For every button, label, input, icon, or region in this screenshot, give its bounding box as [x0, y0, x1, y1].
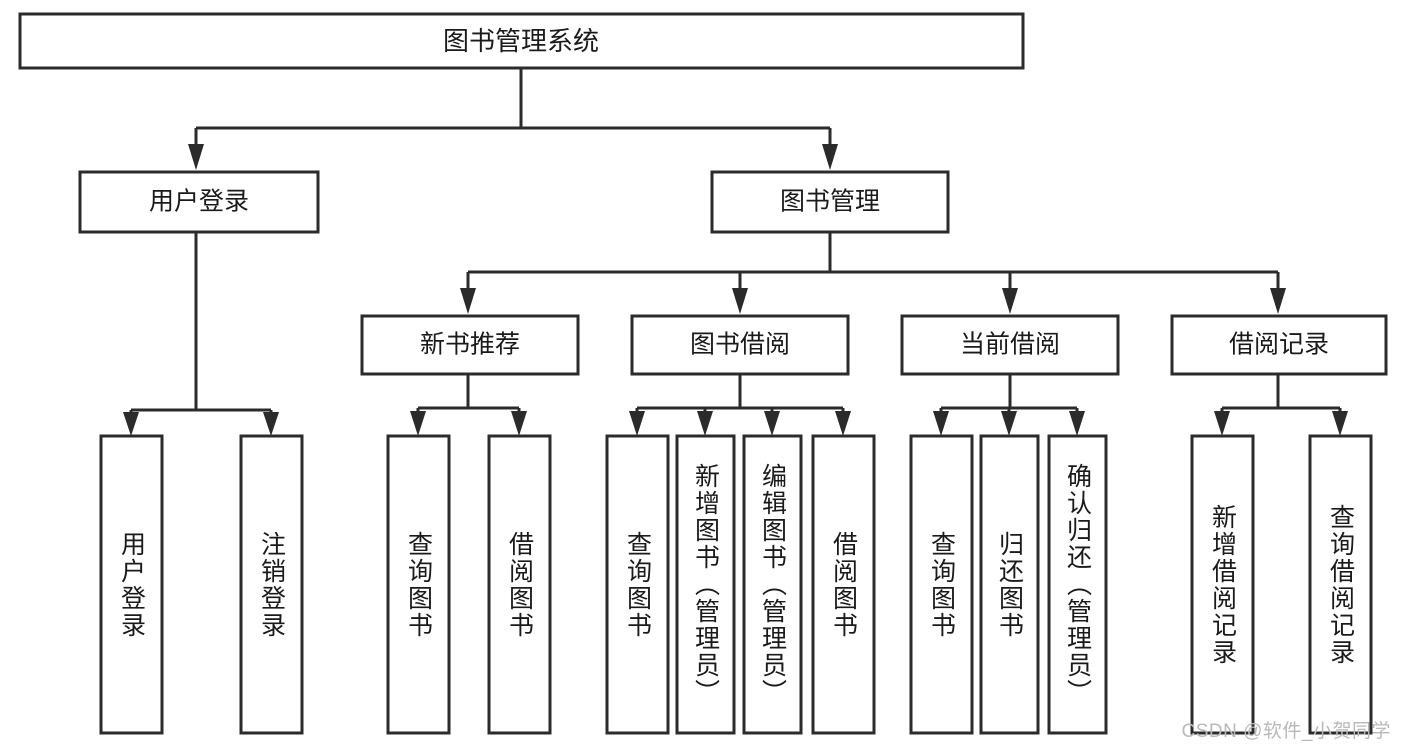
node-borrow-record-label: 借阅记录 [1229, 331, 1329, 359]
arrowhead-leaf-8 [933, 411, 949, 436]
arrowhead-leaf-1 [263, 412, 279, 436]
node-new-book-recommend-box[interactable] [360, 314, 580, 376]
node-current-borrow-box[interactable] [900, 314, 1120, 376]
arrowhead-leaf-11 [1214, 411, 1230, 436]
leaf-box-3[interactable] [487, 434, 552, 735]
arrowhead-user-login [188, 144, 204, 170]
arrowhead-leaf-0 [123, 412, 139, 436]
arrowhead-leaf-6 [764, 411, 780, 436]
leaf-box-7[interactable] [811, 434, 876, 735]
node-user-login[interactable]: 用户登录 [78, 170, 320, 234]
leaf-box-2[interactable] [386, 434, 451, 735]
node-borrow-record[interactable]: 借阅记录 [1170, 314, 1388, 376]
connector-group-book-mgmt [460, 232, 1286, 314]
node-root[interactable]: 图书管理系统 [18, 12, 1025, 70]
node-new-book-recommend-label: 新书推荐 [420, 331, 520, 359]
node-borrow-record-box[interactable] [1170, 314, 1388, 376]
leaf-box-11[interactable] [1190, 434, 1255, 735]
csdn-watermark: CSDN @软件_小贺同学 [1181, 721, 1391, 742]
arrowhead-leaf-7 [835, 411, 851, 436]
arrowhead-leaf-5 [697, 411, 713, 436]
arrowhead-book-borrow [732, 288, 748, 314]
arrowhead-leaf-3 [511, 411, 527, 436]
arrowhead-new-book [460, 288, 476, 314]
connector-group-current-borrow [933, 374, 1085, 436]
node-root-box[interactable] [18, 12, 1025, 70]
leaf-box-8[interactable] [909, 434, 974, 735]
arrowhead-borrow-record [1270, 288, 1286, 314]
node-user-login-box[interactable] [78, 170, 320, 234]
arrowhead-leaf-2 [410, 411, 426, 436]
node-new-book-recommend[interactable]: 新书推荐 [360, 314, 580, 376]
arrowhead-leaf-9 [1001, 411, 1017, 436]
node-book-borrow-label: 图书借阅 [690, 331, 790, 359]
node-book-borrow[interactable]: 图书借阅 [630, 314, 850, 376]
node-book-management[interactable]: 图书管理 [710, 170, 950, 234]
node-book-management-label: 图书管理 [780, 188, 880, 216]
connector-group-book-borrow [629, 374, 851, 436]
arrowhead-leaf-10 [1069, 411, 1085, 436]
leaf-box-0[interactable] [99, 434, 164, 735]
node-current-borrow[interactable]: 当前借阅 [900, 314, 1120, 376]
leaf-box-10[interactable] [1047, 434, 1108, 735]
arrowhead-current-borrow [1002, 288, 1018, 314]
leaf-box-6[interactable] [742, 434, 803, 735]
node-book-management-box[interactable] [710, 170, 950, 234]
connector-group-borrow-record [1214, 374, 1348, 436]
arrowhead-book-mgmt [822, 144, 838, 170]
leaf-box-5[interactable] [675, 434, 736, 735]
leaf-box-1[interactable] [239, 434, 304, 735]
node-current-borrow-label: 当前借阅 [960, 331, 1060, 359]
leaf-box-12[interactable] [1308, 434, 1373, 735]
connector-group-new-book [410, 374, 527, 436]
node-user-login-label: 用户登录 [149, 188, 249, 216]
node-book-borrow-box[interactable] [630, 314, 850, 376]
arrowhead-leaf-4 [629, 411, 645, 436]
connector-group-root [188, 68, 838, 170]
node-root-label: 图书管理系统 [443, 26, 599, 56]
leaf-box-9[interactable] [979, 434, 1040, 735]
arrowhead-leaf-12 [1332, 411, 1348, 436]
leaf-box-4[interactable] [605, 434, 670, 735]
connector-group-user-login [123, 232, 279, 436]
